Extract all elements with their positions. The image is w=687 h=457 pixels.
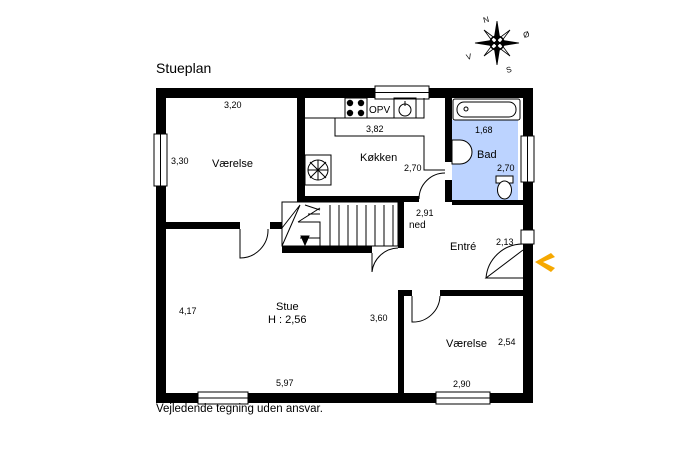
stue-width: 5,97 — [276, 378, 294, 388]
windows — [153, 85, 535, 405]
stairs-label: ned — [409, 220, 426, 231]
stair-treads — [304, 204, 394, 246]
vaerelse-top-name: Værelse — [212, 158, 253, 170]
vaerelse-top-width: 3,20 — [224, 100, 242, 110]
compass-n: N — [482, 15, 490, 25]
kokken-name: Køkken — [360, 152, 397, 164]
stue-name: Stue — [276, 301, 299, 313]
stue-depth-2: 3,60 — [370, 313, 388, 323]
entre-width: 2,91 — [416, 208, 434, 218]
bad-width: 1,68 — [475, 125, 493, 135]
vaerelse-bottom-width: 2,90 — [453, 379, 471, 389]
compass-w: V — [465, 52, 473, 62]
disclaimer-text: Vejledende tegning uden ansvar. — [156, 403, 323, 415]
entre-depth: 2,13 — [496, 237, 514, 247]
kitchen-counter — [304, 98, 445, 186]
compass-rose-icon: N Ø S V — [465, 15, 530, 75]
bathroom-sink — [451, 139, 473, 165]
compass-e: Ø — [522, 30, 530, 40]
kitchen-sink — [393, 97, 417, 119]
bathtub — [452, 98, 521, 121]
toilet — [495, 175, 514, 200]
stue-depth: 4,17 — [179, 306, 197, 316]
interior-walls — [166, 98, 523, 393]
kokken-depth: 2,70 — [404, 163, 422, 173]
vaerelse-bottom-depth: 2,54 — [498, 337, 516, 347]
entre-name: Entré — [450, 241, 476, 253]
entry-arrow-icon — [535, 253, 555, 272]
kokken-width: 3,82 — [366, 124, 384, 134]
plan-title: Stueplan — [156, 60, 212, 76]
cooker-hood-vent — [308, 160, 328, 180]
stue-height: H : 2,56 — [268, 314, 307, 326]
door-swings — [239, 172, 524, 323]
kokken-opv: OPV — [369, 105, 390, 116]
bad-name: Bad — [477, 149, 497, 161]
stair-direction-arrow — [300, 235, 310, 247]
outer-walls — [156, 88, 533, 403]
vaerelse-top-depth: 3,30 — [171, 156, 189, 166]
vaerelse-bottom-name: Værelse — [446, 338, 487, 350]
staircase — [281, 201, 399, 247]
stove — [344, 97, 368, 119]
bad-depth: 2,70 — [497, 163, 515, 173]
compass-s: S — [505, 65, 512, 75]
room-labels: 3,20 3,30 Værelse OPV 3,82 Køkken 2,70 1… — [171, 100, 516, 389]
